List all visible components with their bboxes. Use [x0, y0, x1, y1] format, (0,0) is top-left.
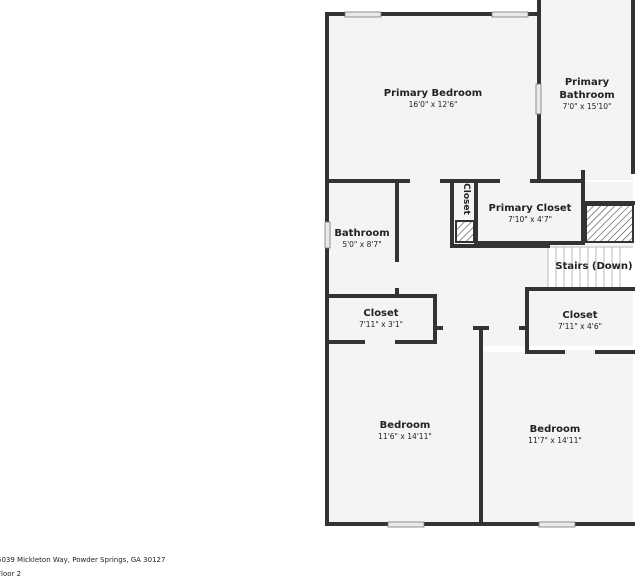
bathroom-label: Bathroom: [334, 228, 389, 239]
stair-treads: [547, 246, 633, 287]
closet-small-label: Closet: [461, 183, 471, 215]
primary-closet-dims: 7'10" x 4'7": [508, 215, 552, 224]
closet-right-label: Closet: [562, 310, 597, 321]
primary-bedroom-label: Primary Bedroom: [384, 88, 482, 99]
stairs-floor: [548, 247, 633, 287]
bedroom-left-floor: [329, 342, 479, 522]
window: [535, 83, 542, 115]
bedroom-right-label: Bedroom: [530, 424, 581, 435]
closet-left-dims: 7'11" x 3'1": [359, 320, 403, 329]
stairs-label: Stairs (Down): [555, 261, 632, 272]
bedroom-right-floor: [482, 352, 633, 522]
window: [538, 521, 576, 528]
primary-closet-label: Primary Closet: [489, 203, 572, 214]
footer-floor: Floor 2: [0, 570, 22, 578]
window: [491, 11, 529, 18]
primary-bedroom-dims: 16'0" x 12'6": [409, 100, 458, 109]
openings: [365, 179, 595, 354]
primary-bedroom-floor: [329, 16, 539, 180]
bedroom-right-dims: 11'7" x 14'11": [528, 436, 582, 445]
bedroom-left-label: Bedroom: [380, 420, 431, 431]
closet-right-dims: 7'11" x 4'6": [558, 322, 602, 331]
floor-fills: [329, 0, 633, 522]
bathroom-dims: 5'0" x 8'7": [342, 240, 381, 249]
hatched-small: [455, 220, 475, 243]
footer-address: 5039 Mickleton Way, Powder Springs, GA 3…: [0, 556, 166, 564]
primary-bathroom-label-2: Bathroom: [559, 90, 614, 101]
closet-left-label: Closet: [363, 308, 398, 319]
primary-bathroom-label-1: Primary: [565, 77, 610, 88]
window: [387, 521, 425, 528]
windows: [324, 11, 576, 528]
primary-bathroom-floor: [541, 0, 633, 180]
primary-bathroom-dims: 7'0" x 15'10": [563, 102, 612, 111]
bedroom-left-dims: 11'6" x 14'11": [378, 432, 432, 441]
window: [324, 221, 331, 249]
hatched-shaft: [585, 204, 634, 243]
window: [344, 11, 382, 18]
